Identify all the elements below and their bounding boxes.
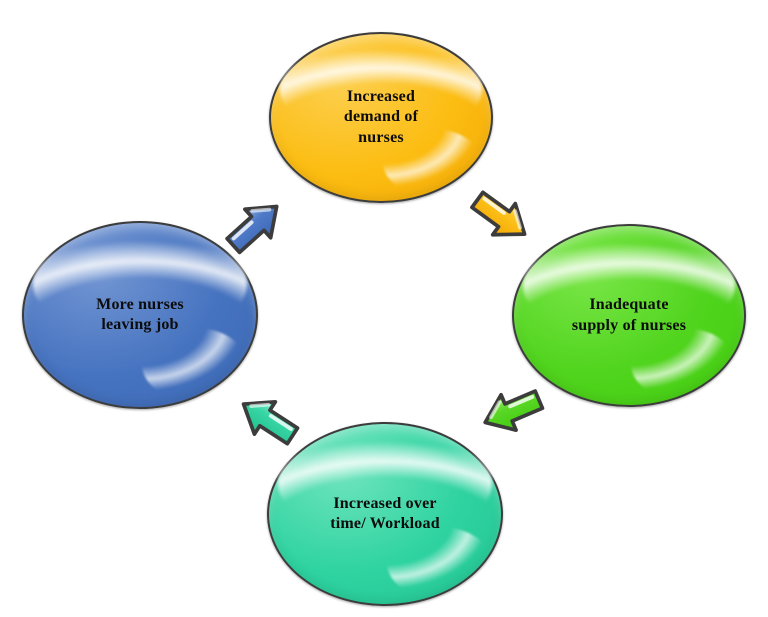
- node-label: Increased over time/ Workload: [330, 494, 440, 532]
- gloss-highlight: [387, 526, 492, 599]
- gloss-highlight: [142, 327, 247, 402]
- arrow-up-right-icon: [225, 204, 279, 255]
- arrow-down-left-icon: [483, 389, 545, 433]
- arrow-right-to-bottom: [474, 378, 549, 445]
- node-increased-demand: Increased demand of nurses: [269, 32, 493, 203]
- node-label: More nurses leaving job: [96, 295, 184, 333]
- node-increased-overtime-workload: Increased over time/ Workload: [267, 422, 503, 606]
- node-more-nurses-leaving: More nurses leaving job: [22, 221, 258, 409]
- node-inadequate-supply: Inadequate supply of nurses: [512, 224, 746, 407]
- arrow-down-right-icon: [470, 190, 527, 237]
- arrow-up-left-icon: [241, 399, 300, 446]
- node-label: Increased demand of nurses: [343, 87, 419, 146]
- gloss-highlight: [631, 328, 735, 400]
- arrow-left-to-top: [217, 188, 294, 264]
- node-label: Inadequate supply of nurses: [571, 296, 687, 334]
- arrow-top-to-right: [462, 180, 539, 254]
- arrow-bottom-to-left: [229, 384, 306, 456]
